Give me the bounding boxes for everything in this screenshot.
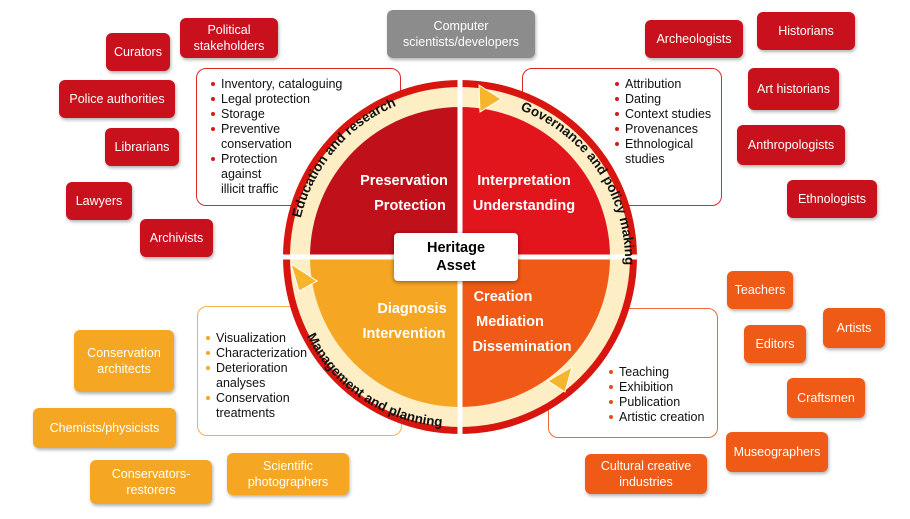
actor-conservation-architects: Conservation architects xyxy=(74,330,174,392)
quadrant-label-intervention: Intervention xyxy=(363,326,446,342)
list-item: Exhibition xyxy=(607,380,711,395)
actor-librarians: Librarians xyxy=(105,128,179,166)
actor-curators: Curators xyxy=(106,33,170,71)
arrow-left-icon xyxy=(290,262,318,292)
list-item: Ethnological studies xyxy=(613,137,713,167)
actor-museographers: Museographers xyxy=(726,432,828,472)
quadrant-interpretation xyxy=(460,107,610,257)
quadrant-label-mediation: Mediation xyxy=(476,314,544,330)
list-item: Inventory, cataloguing xyxy=(209,77,392,92)
heritage-asset-label: Heritage Asset xyxy=(426,240,486,274)
quadrant-label-understanding: Understanding xyxy=(473,198,575,214)
list-item: Attribution xyxy=(613,77,713,92)
quadrant-label-preservation: Preservation xyxy=(360,173,448,189)
actor-historians: Historians xyxy=(757,12,855,50)
list-item: Dating xyxy=(613,92,713,107)
list-item: Context studies xyxy=(613,107,713,122)
actor-teachers: Teachers xyxy=(727,271,793,309)
list-item: Teaching xyxy=(607,365,711,380)
actor-editors: Editors xyxy=(744,325,806,363)
list-item: Preventive conservation xyxy=(209,122,392,152)
list-item: Publication xyxy=(607,395,711,410)
list-item: Storage xyxy=(209,107,392,122)
actor-artists: Artists xyxy=(823,308,885,348)
actor-conservators-restorers: Conservators- restorers xyxy=(90,460,212,504)
actor-scientific-photographers: Scientific photographers xyxy=(227,453,349,495)
list-item: Provenances xyxy=(613,122,713,137)
quadrant-label-creation: Creation xyxy=(474,289,533,305)
actor-lawyers: Lawyers xyxy=(66,182,132,220)
actor-computer-scientists: Computer scientists/developers xyxy=(387,10,535,58)
quadrant-diagnosis xyxy=(310,257,460,407)
list-item: Conservation treatments xyxy=(204,391,393,421)
arrow-top-icon xyxy=(478,84,502,113)
actor-ethnologists: Ethnologists xyxy=(787,180,877,218)
list-item: Legal protection xyxy=(209,92,392,107)
quadrant-label-protection: Protection xyxy=(374,198,446,214)
list-item: Characterization xyxy=(204,346,393,361)
quadrant-label-dissemination: Dissemination xyxy=(472,339,571,355)
actor-police-authorities: Police authorities xyxy=(59,80,175,118)
actor-archeologists: Archeologists xyxy=(645,20,743,58)
actor-anthropologists: Anthropologists xyxy=(737,125,845,165)
heritage-asset-box: Heritage Asset xyxy=(394,233,518,281)
list-item: Deterioration analyses xyxy=(204,361,393,391)
actor-art-historians: Art historians xyxy=(748,68,839,110)
actor-cultural-creative-industries: Cultural creative industries xyxy=(585,454,707,494)
list-item: Protection against illicit traffic xyxy=(209,152,392,197)
quadrant-preservation xyxy=(310,107,460,257)
actor-craftsmen: Craftsmen xyxy=(787,378,865,418)
actor-chemists-physicists: Chemists/physicists xyxy=(33,408,176,448)
actor-political-stakeholders: Political stakeholders xyxy=(180,18,278,58)
list-item: Visualization xyxy=(204,331,393,346)
quadrant-label-diagnosis: Diagnosis xyxy=(377,301,446,317)
arrow-bottom-right-icon xyxy=(547,365,573,393)
list-item: Artistic creation xyxy=(607,410,711,425)
actor-archivists: Archivists xyxy=(140,219,213,257)
quadrant-creation xyxy=(460,257,610,407)
quadrant-label-interpretation: Interpretation xyxy=(477,173,570,189)
